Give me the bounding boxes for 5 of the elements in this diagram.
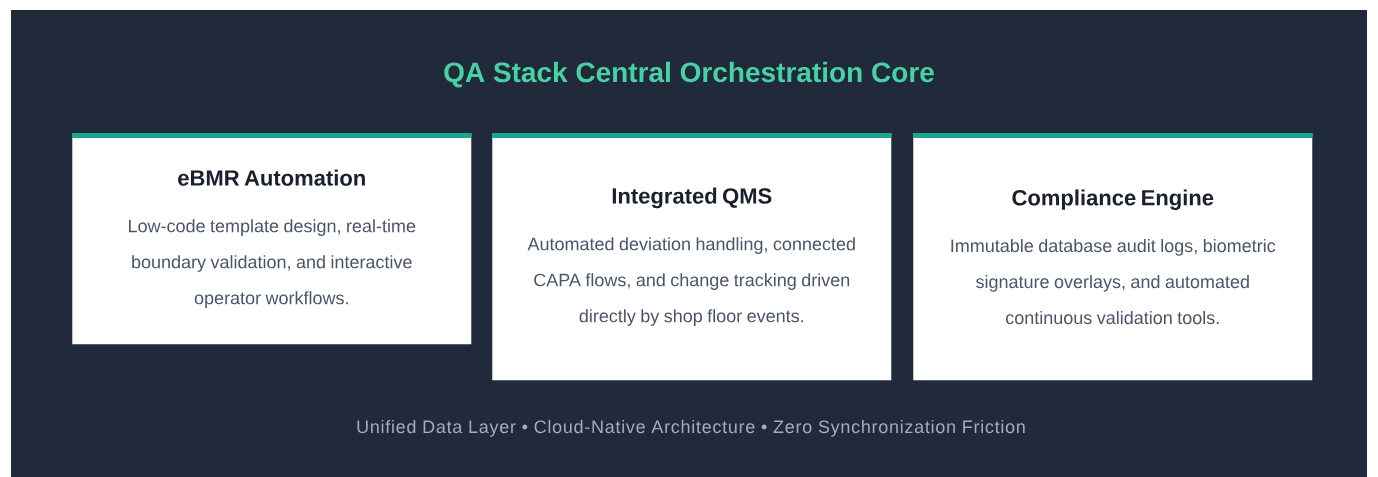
card: Integrated QMS Automated deviation handling, connected CAPA flows, and change tracking driven directly by shop floor events. [492,133,892,381]
footer-text: Unified Data Layer • Cloud-Native Architecture • Zero Synchronization Friction [357,419,1025,437]
title: QA Stack Central Orchestration Core [444,61,934,88]
card: eBMR Automation Low-code template design, real-time boundary validation, and interactive operator workflows. [72,133,472,345]
card: Compliance Engine Immutable database audit logs, biometric signature overlays, and automated continuous validation tools. [913,133,1313,381]
